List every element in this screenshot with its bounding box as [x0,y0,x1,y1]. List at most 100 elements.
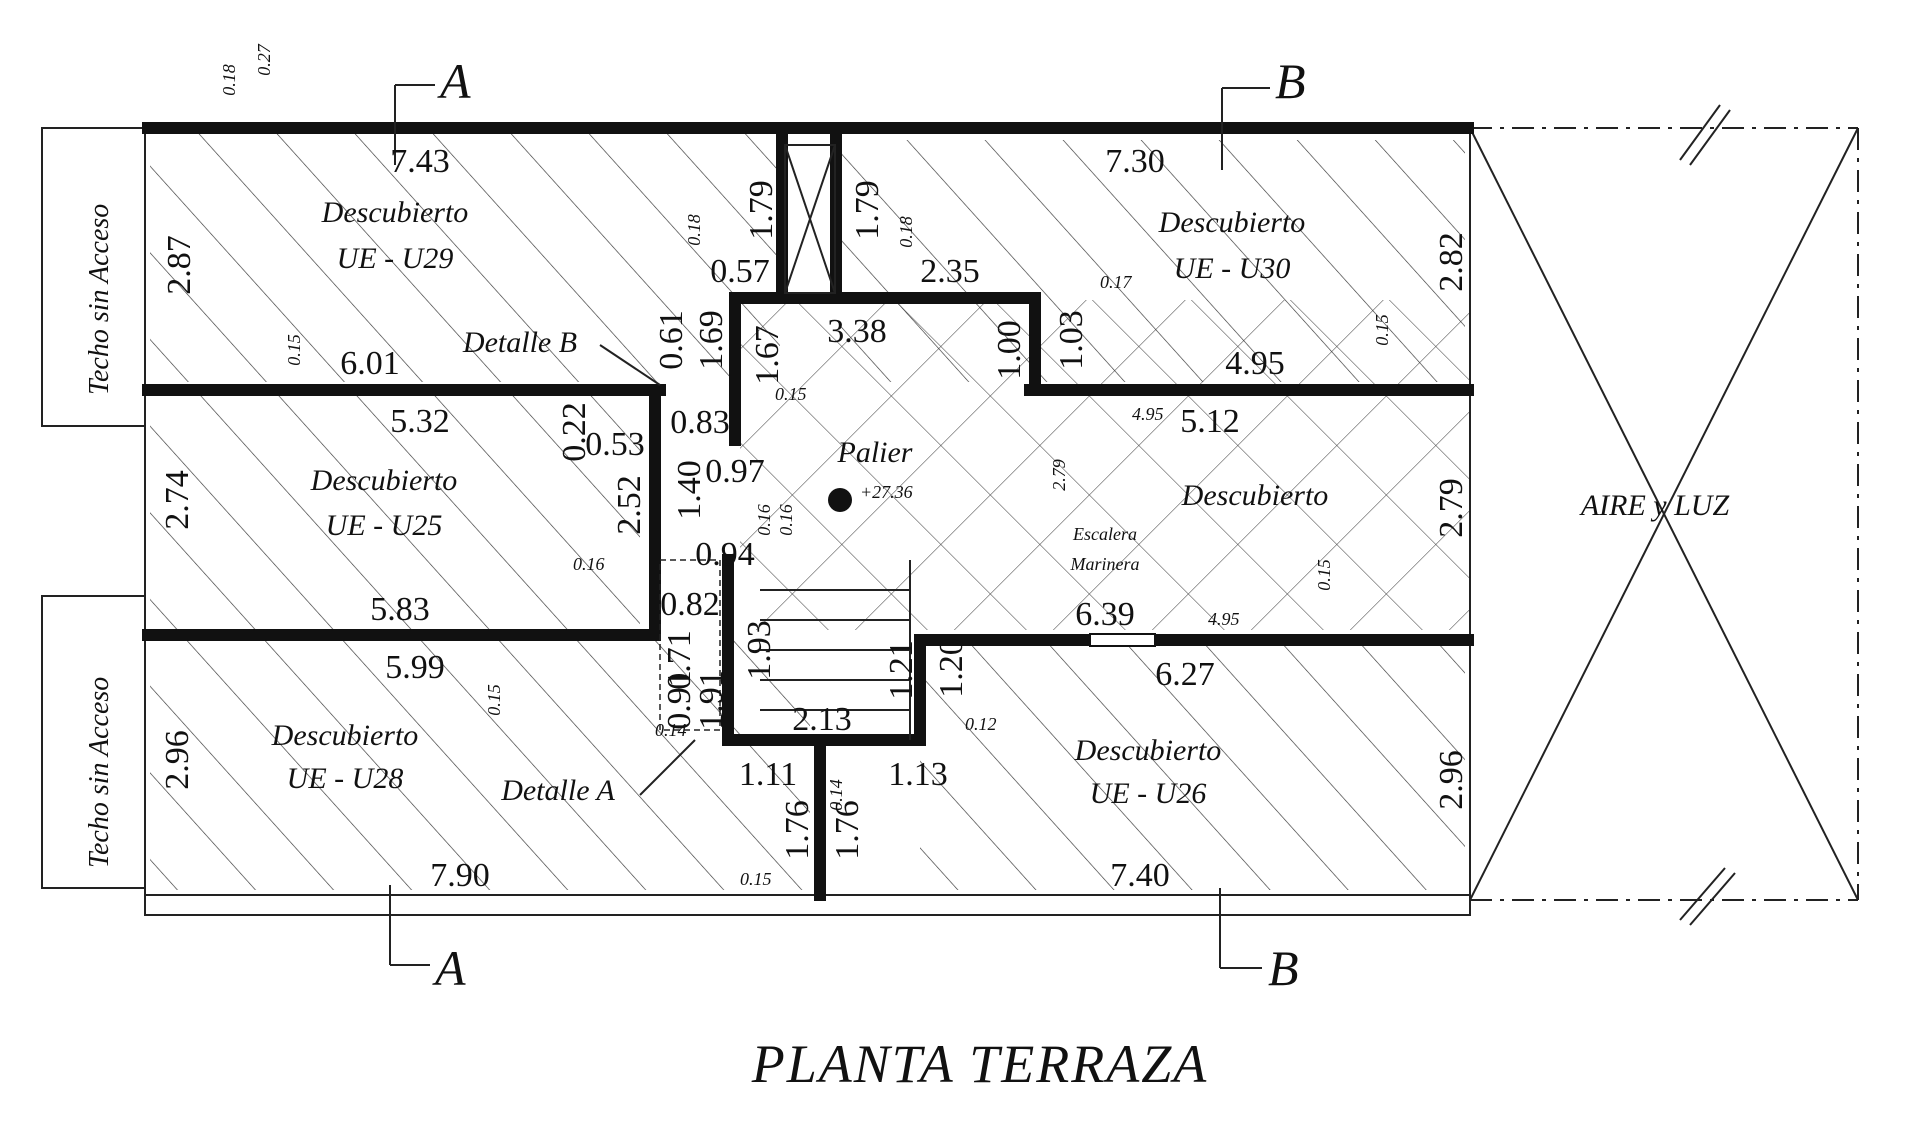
palier-label: Palier [837,436,913,469]
dim-small: 4.95 [1132,404,1164,424]
room-unit-u28: UE - U28 [287,762,404,795]
techo-box-bottom [41,595,146,889]
dim: 0.82 [660,586,720,623]
room-unit-u25: UE - U25 [326,509,443,542]
dim: 2.74 [159,470,196,530]
room-name-u26: Descubierto [1074,734,1222,767]
dim: 1.93 [741,620,778,680]
detalle-b-label: Detalle B [462,326,577,359]
dim: 5.12 [1180,403,1240,440]
dim-small: 0.15 [1372,314,1392,346]
dim: 3.38 [827,313,887,350]
dim: 1.00 [991,320,1028,380]
dim: 4.95 [1225,345,1285,382]
detalle-a-label: Detalle A [500,774,615,807]
dim: 0.53 [585,426,645,463]
techo-label-top: Techo sin Acceso [84,204,115,395]
level-marker-icon [828,488,852,512]
dim: 1.76 [779,800,816,860]
level-value: +27.36 [860,482,913,502]
dim: 6.39 [1075,596,1135,633]
drawing-title: PLANTA TERRAZA [751,1034,1209,1094]
dim: 5.83 [370,591,430,628]
dim-small: 0.16 [776,504,796,536]
room-unit-u30: UE - U30 [1174,252,1291,285]
dim: 2.79 [1049,459,1069,491]
dim-small: 0.18 [684,214,704,246]
dim: 5.32 [390,403,450,440]
dim: 2.52 [611,475,648,535]
dim: 1.13 [888,756,948,793]
escalera-label-1: Escalera [1072,524,1137,544]
dim: 1.76 [829,800,866,860]
dim-small: 0.15 [484,684,504,716]
dim-small: 4.95 [1208,609,1240,629]
dim: 0.57 [710,253,770,290]
section-b-top: B [1275,53,1306,109]
techo-box-top [41,127,146,427]
dim: 0.71 [661,630,698,690]
dim: 2.79 [1433,478,1470,538]
hatch-areas [150,132,1470,890]
dim: 2.96 [159,730,196,790]
dimensions-vertical: 2.87 2.82 1.79 1.79 0.61 1.69 1.67 1.00 … [159,180,1470,860]
room-name-u25: Descubierto [310,464,458,497]
dim: 1.67 [749,325,786,385]
room-labels: Descubierto UE - U29 Descubierto UE - U3… [271,196,1730,810]
dim-small: 0.15 [775,384,807,404]
stair [659,488,911,740]
room-name-desc: Descubierto [1181,479,1329,512]
dim: 1.69 [693,310,730,370]
dim: 1.20 [933,638,970,698]
room-name-u28: Descubierto [271,719,419,752]
techo-label-bottom: Techo sin Acceso [84,677,115,868]
small-dimensions: 0.18 0.27 0.15 0.18 0.18 0.17 0.15 0.15 … [219,43,1392,889]
room-unit-u26: UE - U26 [1090,777,1207,810]
dim: 1.40 [671,460,708,520]
section-b-bottom: B [1268,940,1299,996]
dim: 1.91 [693,670,730,730]
dim-small: 0.15 [1314,559,1334,591]
dim: 2.35 [920,253,980,290]
dim: 7.30 [1105,143,1165,180]
dim-small: 0.14 [826,779,846,811]
dim: 7.43 [390,143,450,180]
dim-small: 0.15 [740,869,772,889]
dim: 1.21 [883,640,920,700]
dim-small: 0.15 [284,334,304,366]
dim: 6.01 [340,345,400,382]
dim: 7.40 [1110,857,1170,894]
dim-small: 0.12 [965,714,997,734]
dim: 0.22 [556,402,593,462]
dim: 0.97 [705,453,765,490]
dim-small: 0.14 [655,720,687,740]
dim: 0.61 [653,310,690,370]
aire-luz-label: AIRE y LUZ [1579,489,1730,522]
escalera-label-2: Marinera [1070,554,1140,574]
dim: 0.94 [695,536,755,573]
dimensions: 7.43 7.30 0.57 2.35 6.01 4.95 3.38 5.32 … [340,143,1285,894]
dim: 2.13 [792,701,852,738]
room-unit-u29: UE - U29 [337,242,454,275]
dim: 2.96 [1433,750,1470,810]
dim-small: 0.17 [1100,272,1133,292]
dim: 0.83 [670,404,730,441]
walls [142,122,1474,901]
dim-small: 0.18 [219,64,239,96]
dim: 6.27 [1155,656,1215,693]
dim: 7.90 [430,857,490,894]
section-a-top: A [437,53,471,109]
dim: 1.79 [743,180,780,240]
dim-small: 0.16 [754,504,774,536]
dim: 5.99 [385,649,445,686]
section-a-bottom: A [432,940,466,996]
dim: 1.11 [739,756,797,793]
aire-luz-region [1469,104,1859,926]
dim: 0.91 [661,670,698,730]
room-name-u29: Descubierto [321,196,469,229]
dim: 2.82 [1433,232,1470,292]
dim: 1.79 [849,180,886,240]
dim-small: 0.18 [896,216,916,248]
section-markers: A A B B [389,53,1306,996]
